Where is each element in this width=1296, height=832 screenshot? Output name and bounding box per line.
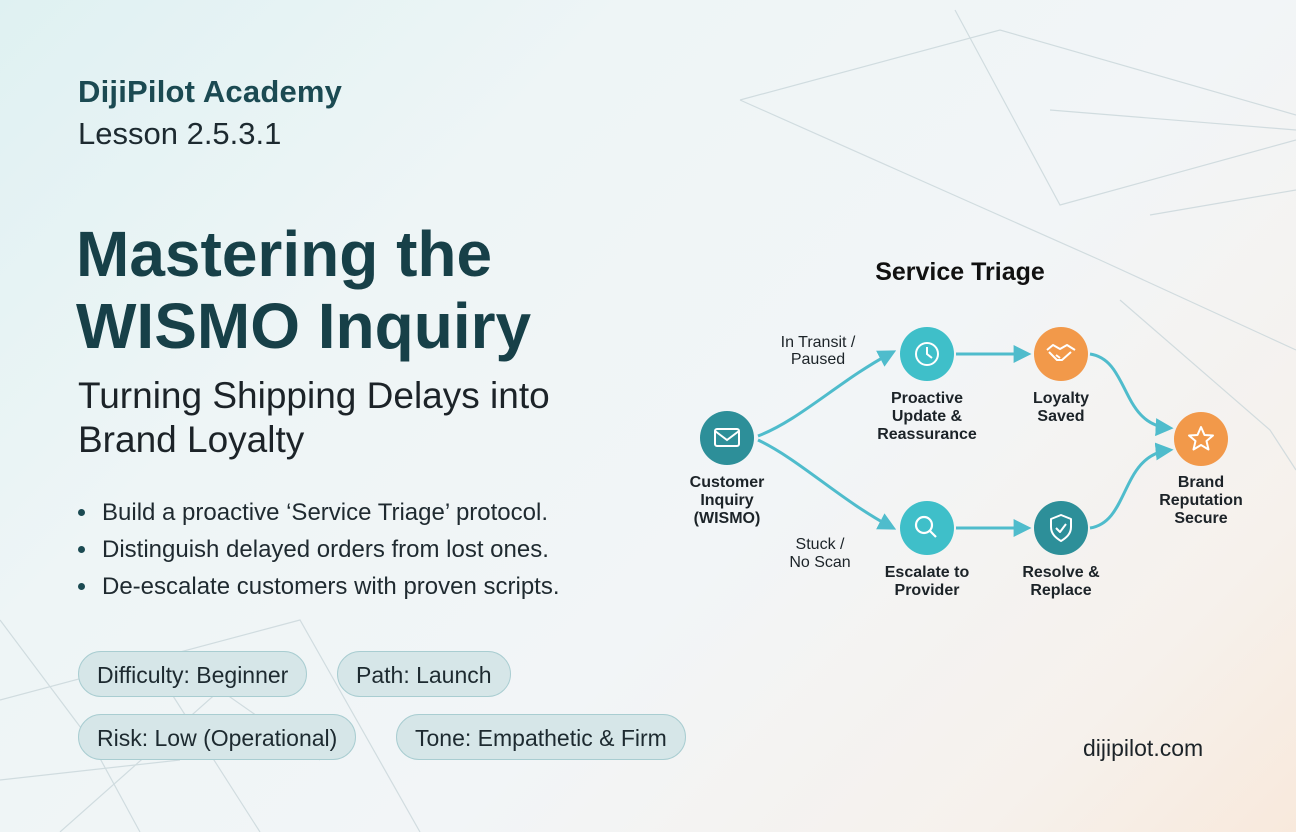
tag-path: Path: Launch <box>337 651 511 697</box>
branch-label-lower-1: Stuck / <box>796 536 845 553</box>
node-label: (WISMO) <box>694 510 761 527</box>
diagram-title: Service Triage <box>875 258 1045 286</box>
list-item: De-escalate customers with proven script… <box>78 568 560 605</box>
list-item: Build a proactive ‘Service Triage’ proto… <box>78 494 560 531</box>
website-url: dijipilot.com <box>1083 735 1204 761</box>
page-title: Mastering the WISMO Inquiry <box>76 218 531 362</box>
page-subtitle: Turning Shipping Delays into Brand Loyal… <box>78 374 550 462</box>
star-icon <box>1188 426 1214 451</box>
envelope-icon <box>714 428 740 447</box>
arrow-resolve-to-brand <box>1089 442 1174 530</box>
branch-label-lower-2: No Scan <box>789 554 850 571</box>
list-item-text: Build a proactive ‘Service Triage’ proto… <box>102 499 548 526</box>
node-resolve-replace: Resolve & Replace <box>1022 501 1100 599</box>
node-label: Loyalty <box>1033 390 1089 407</box>
node-label: Inquiry <box>700 492 753 509</box>
list-item: Distinguish delayed orders from lost one… <box>78 531 560 568</box>
node-label: Update & <box>892 408 963 425</box>
node-label: Saved <box>1037 408 1084 425</box>
title-line-1: Mastering the <box>76 218 493 290</box>
branch-label-upper-1: In Transit / <box>781 334 856 351</box>
tag-risk: Risk: Low (Operational) <box>78 714 357 760</box>
node-label: Proactive <box>891 390 963 407</box>
node-label: Provider <box>895 582 960 599</box>
lesson-number: Lesson 2.5.3.1 <box>78 116 282 151</box>
node-label: Replace <box>1030 582 1091 599</box>
magnifier-icon <box>914 515 937 538</box>
bullet-dot-icon <box>78 509 85 516</box>
subtitle-line-1: Turning Shipping Delays into <box>78 375 550 416</box>
brand-name: DijiPilot Academy <box>78 74 343 109</box>
shield-check-icon <box>1050 514 1072 542</box>
handshake-icon <box>1046 344 1076 361</box>
objectives-list: Build a proactive ‘Service Triage’ proto… <box>78 494 560 605</box>
bullet-dot-icon <box>78 583 85 590</box>
node-label: Resolve & <box>1022 564 1100 581</box>
list-item-text: De-escalate customers with proven script… <box>102 573 560 600</box>
node-escalate-provider: Escalate to Provider <box>885 501 970 599</box>
clock-icon <box>915 342 939 366</box>
node-label: Brand <box>1178 474 1224 491</box>
bullet-dot-icon <box>78 546 85 553</box>
node-label: Customer <box>690 474 765 491</box>
tag-tone: Tone: Empathetic & Firm <box>396 714 686 760</box>
node-loyalty-saved: Loyalty Saved <box>1033 327 1089 425</box>
tag-difficulty: Difficulty: Beginner <box>78 651 308 697</box>
arrow-inquiry-to-escalate <box>757 438 897 530</box>
list-item-text: Distinguish delayed orders from lost one… <box>102 536 549 563</box>
node-label: Secure <box>1174 510 1227 527</box>
node-proactive-update: Proactive Update & Reassurance <box>877 327 977 443</box>
node-customer-inquiry: Customer Inquiry (WISMO) <box>690 411 765 527</box>
node-label: Escalate to <box>885 564 970 581</box>
subtitle-line-2: Brand Loyalty <box>78 419 305 460</box>
title-line-2: WISMO Inquiry <box>76 290 532 362</box>
node-brand-reputation: Brand Reputation Secure <box>1159 412 1243 527</box>
arrow-inquiry-to-update <box>757 350 897 438</box>
node-label: Reassurance <box>877 426 977 443</box>
branch-label-upper-2: Paused <box>791 351 845 368</box>
arrow-loyalty-to-brand <box>1089 352 1174 437</box>
node-label: Reputation <box>1159 492 1243 509</box>
